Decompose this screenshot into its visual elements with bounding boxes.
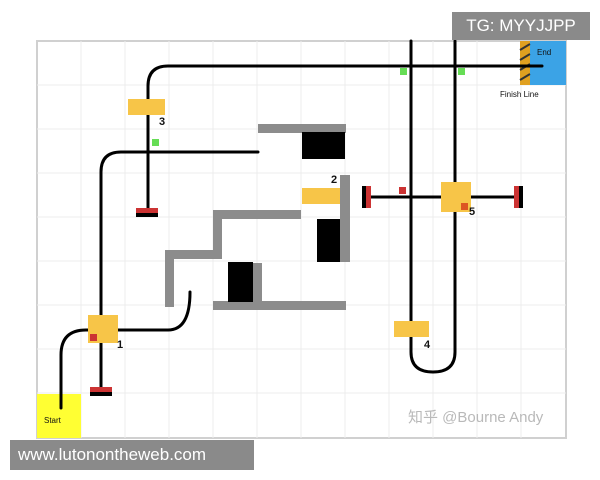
checkpoint-5-label: 5 <box>469 206 476 218</box>
stop-bar <box>519 186 523 208</box>
stop-bar <box>136 208 158 213</box>
markers <box>90 68 468 341</box>
wall <box>340 175 350 262</box>
marker-red <box>461 203 468 210</box>
bottom-url: www.lutonontheweb.com <box>10 440 254 470</box>
stop-bar <box>366 186 371 208</box>
stop-bar <box>90 387 112 392</box>
marker-green <box>400 68 407 75</box>
stop-bar <box>514 186 519 208</box>
finish-line-label: Finish Line <box>500 90 539 99</box>
stop-bar <box>362 186 366 208</box>
top-tag: TG: MYYJJPP <box>452 12 590 40</box>
block <box>302 132 345 159</box>
checkpoint-4 <box>394 321 429 337</box>
checkpoint-3-label: 3 <box>159 116 166 128</box>
marker-green <box>458 68 465 75</box>
start-label: Start <box>44 416 61 425</box>
checkpoint-2 <box>302 188 340 204</box>
wall <box>165 250 222 259</box>
marker-red <box>399 187 406 194</box>
stop-bar <box>136 213 158 217</box>
wall <box>213 210 222 258</box>
wall <box>213 210 301 219</box>
stop-bar <box>90 392 112 396</box>
marker-red <box>90 334 97 341</box>
wall <box>213 301 346 310</box>
wall <box>258 124 346 133</box>
walls <box>165 124 350 310</box>
checkpoint-2-label: 2 <box>331 174 338 186</box>
block <box>228 262 253 302</box>
blocks <box>228 132 345 302</box>
start-zone <box>37 394 81 438</box>
wall <box>165 250 174 307</box>
track-path <box>59 39 544 410</box>
watermark: 知乎 @Bourne Andy <box>408 409 544 426</box>
grid <box>37 41 566 438</box>
stop-bars <box>90 186 523 396</box>
end-label: End <box>537 48 552 57</box>
finish-line <box>520 41 530 85</box>
checkpoint-4-label: 4 <box>424 339 431 351</box>
checkpoint-1-label: 1 <box>117 339 124 351</box>
wall <box>253 263 262 303</box>
marker-green <box>152 139 159 146</box>
checkpoint-3 <box>128 99 165 115</box>
block <box>317 219 340 262</box>
